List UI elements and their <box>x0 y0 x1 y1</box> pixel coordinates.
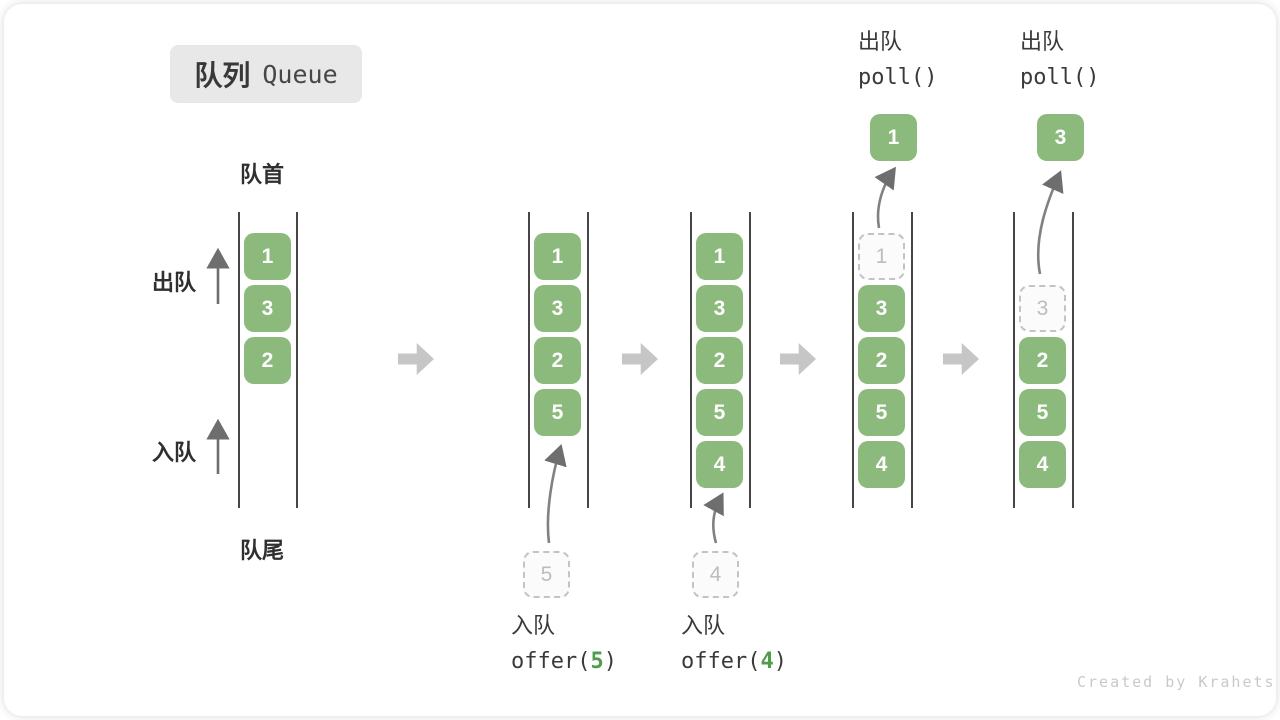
channel-wall <box>238 212 240 508</box>
queue-item: 1 <box>244 233 291 280</box>
polled-item: 1 <box>870 114 917 161</box>
dequeue-operation-poll-2: 出队 poll() <box>1020 28 1099 92</box>
queue-item: 4 <box>1019 441 1066 488</box>
queue-item: 3 <box>244 285 291 332</box>
queue-item: 2 <box>534 337 581 384</box>
queue-item: 3 <box>534 285 581 332</box>
removed-item-dashed: 3 <box>1019 285 1066 332</box>
queue-item: 3 <box>858 285 905 332</box>
queue-item: 1 <box>534 233 581 280</box>
channel-wall <box>749 212 751 508</box>
enqueue-operation-offer5: 入队 offer(5) <box>511 612 617 676</box>
code-arg: 4 <box>760 649 774 674</box>
queue-item: 2 <box>858 337 905 384</box>
queue-item: 4 <box>858 441 905 488</box>
queue-item: 1 <box>696 233 743 280</box>
enqueue-op-label: 入队 <box>511 613 556 638</box>
queue-rear-label: 队尾 <box>240 538 285 563</box>
channel-wall <box>690 212 692 508</box>
enqueue-side-label: 入队 <box>152 440 197 465</box>
channel-wall <box>296 212 298 508</box>
dequeue-operation-poll-1: 出队 poll() <box>858 28 937 92</box>
queue-item: 2 <box>244 337 291 384</box>
channel-wall <box>587 212 589 508</box>
channel-wall <box>528 212 530 508</box>
code-arg: 5 <box>590 649 604 674</box>
title-en: Queue <box>262 59 338 89</box>
queue-item: 5 <box>696 389 743 436</box>
dequeue-side-label: 出队 <box>152 270 197 295</box>
removed-item-dashed: 1 <box>858 233 905 280</box>
enqueue-operation-offer4: 入队 offer(4) <box>681 612 787 676</box>
channel-wall <box>911 212 913 508</box>
dequeue-op-code: poll() <box>1020 65 1100 90</box>
queue-item: 2 <box>696 337 743 384</box>
watermark: Created by Krahets <box>1077 673 1276 691</box>
dequeue-op-label: 出队 <box>1020 29 1065 54</box>
code-text: ) <box>603 649 617 674</box>
queue-front-label: 队首 <box>240 162 285 187</box>
queue-item: 5 <box>858 389 905 436</box>
title-zh: 队列 <box>194 60 251 91</box>
queue-item: 5 <box>1019 389 1066 436</box>
queue-item: 3 <box>696 285 743 332</box>
channel-wall <box>1072 212 1074 508</box>
enqueue-op-code: offer(4) <box>681 648 787 676</box>
title-badge: 队列 Queue <box>170 45 362 103</box>
enqueue-op-label: 入队 <box>681 613 726 638</box>
queue-item: 4 <box>696 441 743 488</box>
channel-wall <box>1013 212 1015 508</box>
polled-item: 3 <box>1037 114 1084 161</box>
incoming-item-dashed: 5 <box>523 551 570 598</box>
channel-wall <box>852 212 854 508</box>
incoming-item-dashed: 4 <box>692 551 739 598</box>
queue-item: 2 <box>1019 337 1066 384</box>
dequeue-op-code: poll() <box>858 65 938 90</box>
queue-item: 5 <box>534 389 581 436</box>
code-text: offer( <box>511 649 591 674</box>
enqueue-op-code: offer(5) <box>511 648 617 676</box>
code-text: offer( <box>681 649 761 674</box>
code-text: ) <box>773 649 787 674</box>
dequeue-op-label: 出队 <box>858 29 903 54</box>
